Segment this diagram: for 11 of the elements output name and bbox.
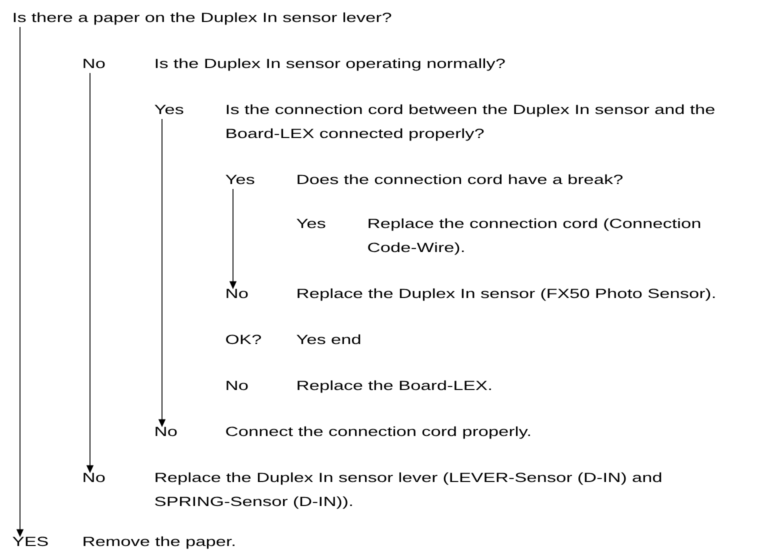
step-row: No Connect the connection cord properly. — [156, 426, 530, 439]
step-row: Yes Does the connection cord have a break? — [226, 174, 623, 184]
step-row: No Replace the Board-LEX. — [226, 380, 491, 393]
step-row: No Replace the Duplex In sensor lever (LEVER-Sensor (D-IN) and SPRING-Sensor (D-IN)). — [84, 472, 662, 509]
step-row: Yes Replace the connection cord (Connection Code-Wire). — [296, 218, 700, 255]
step-row: No Replace the Duplex In sensor (FX50 Photo Sensor). — [226, 288, 715, 301]
step-row: No Is the Duplex In sensor operating normally? — [84, 58, 505, 71]
step-row: OK? Yes end — [226, 334, 360, 344]
step-row: Yes Is the connection cord between the Duplex In sensor and the Board-LEX connected properly? — [154, 104, 714, 141]
step-row: YES Remove the paper. — [12, 536, 234, 549]
question-text: Is there a paper on the Duplex In sensor lever? — [14, 12, 392, 25]
